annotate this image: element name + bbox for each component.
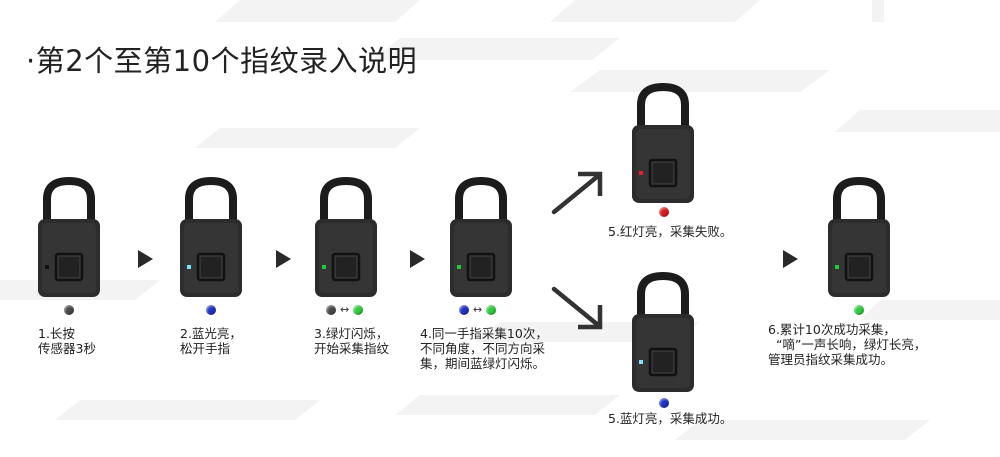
flow-arrow-1 [138, 250, 153, 268]
flow-arrow-3 [410, 250, 425, 268]
alternate-arrow-icon: ↔ [340, 303, 350, 316]
led-dot [353, 305, 364, 315]
alternate-arrow-icon: ↔ [473, 303, 483, 316]
caption-step-5-success: 5.蓝灯亮，采集成功。 [608, 411, 733, 426]
caption-step-6: 6.累计10次成功采集， “嘀”一声长响，绿灯长亮， 管理员指纹采集成功。 [768, 322, 927, 367]
indicator-step-3: ↔ [326, 303, 364, 316]
padlock-step-6 [826, 177, 892, 299]
led-dot [659, 398, 669, 408]
padlock-step-4 [448, 177, 514, 299]
led-dot [854, 305, 864, 315]
flow-arrow-2 [276, 250, 291, 268]
caption-step-3: 3.绿灯闪烁， 开始采集指纹 [314, 326, 390, 356]
led-dot [486, 305, 497, 315]
branch-arrow-down [551, 286, 603, 330]
led-dot [326, 305, 336, 315]
padlock-step-2 [178, 177, 244, 299]
led-dot [659, 207, 669, 217]
indicator-step-5-success [659, 398, 669, 408]
caption-step-2: 2.蓝光亮， 松开手指 [180, 326, 242, 356]
caption-step-1: 1.长按 传感器3秒 [38, 326, 96, 356]
indicator-step-1 [64, 305, 74, 315]
caption-step-4: 4.同一手指采集10次， 不同角度，不同方向采 集，期间蓝绿灯闪烁。 [420, 326, 548, 371]
padlock-step-5-fail [630, 83, 696, 205]
branch-arrow-up [551, 171, 603, 215]
page-title: ·第2个至第10个指纹录入说明 [26, 44, 418, 78]
indicator-step-5-fail [659, 207, 669, 217]
led-dot [459, 305, 469, 315]
padlock-step-3 [313, 177, 379, 299]
indicator-step-2 [206, 305, 216, 315]
padlock-step-5-success [630, 272, 696, 394]
indicator-step-6 [854, 305, 864, 315]
padlock-step-1 [36, 177, 102, 299]
led-dot [64, 305, 74, 315]
led-dot [206, 305, 216, 315]
flow-arrow-4 [783, 250, 798, 268]
indicator-step-4: ↔ [459, 303, 497, 316]
caption-step-5-fail: 5.红灯亮，采集失败。 [608, 224, 733, 239]
